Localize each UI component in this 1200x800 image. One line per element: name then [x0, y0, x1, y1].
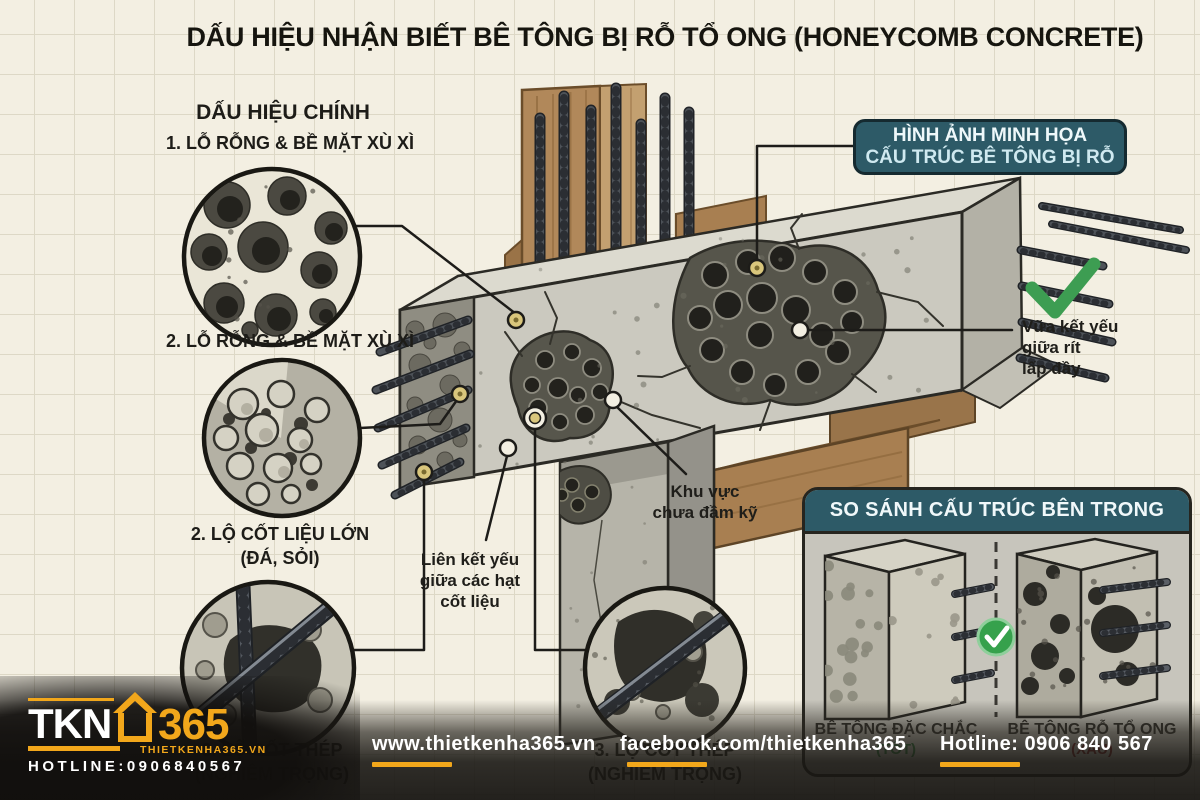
annotation-compaction: Khu vực chưa đầm kỹ	[652, 482, 758, 522]
top-rebars	[534, 82, 695, 284]
logo-name: TKN	[28, 700, 112, 747]
annotation-mortar: Vữa kết yếu giữa rít lấp đầy	[1022, 317, 1119, 378]
honeycomb-patch-column	[560, 465, 612, 525]
callout-marker	[498, 438, 518, 458]
sign-label-2: 2. LỖ RỖNG & BỀ MẶT XÙ XÌ	[165, 331, 415, 351]
comparison-panel-body: BÊ TÔNG ĐẶC CHẮC (TỐT) BÊ TÔNG RỖ TỔ ONG…	[805, 534, 1189, 774]
magnifier-circle-voids-1	[181, 166, 363, 348]
comparison-panel-header: SO SÁNH CẤU TRÚC BÊN TRONG	[805, 490, 1189, 534]
signs-heading: DẤU HIỆU CHÍNH	[196, 101, 370, 124]
badge-line-2: CẤU TRÚC BÊ TÔNG BỊ RỖ	[865, 147, 1115, 168]
checkmark-icon	[1025, 257, 1101, 319]
good-concrete-block	[823, 538, 995, 721]
logo-bar-bottom	[28, 746, 120, 751]
comparison-graphics	[823, 537, 1171, 721]
footer-website: www.thietkenha365.vn	[372, 733, 596, 755]
footer-facebook: facebook.com/thietkenha365	[620, 733, 907, 755]
callout-marker	[747, 258, 767, 278]
brand-logo: TKN 365 THIETKENHA365.VN HOTLINE:0906840…	[0, 688, 340, 798]
logo-bar-top	[28, 698, 114, 701]
magnifier-circle-aggregate	[201, 357, 363, 519]
footer-underline-website	[372, 762, 452, 767]
logo-number: 365	[158, 700, 229, 749]
logo-hotline: HOTLINE:0906840567	[28, 758, 246, 775]
bad-concrete-block	[1015, 537, 1171, 719]
callout-marker	[522, 405, 548, 431]
callout-marker	[450, 384, 470, 404]
house-icon	[112, 690, 158, 747]
honeycomb-patch-large	[672, 239, 887, 406]
callout-marker	[506, 310, 526, 330]
logo-shadow	[0, 676, 360, 800]
callout-marker	[603, 390, 623, 410]
badge-line-1: HÌNH ẢNH MINH HỌA	[892, 125, 1088, 146]
callout-marker	[414, 462, 434, 482]
illustration-badge: HÌNH ẢNH MINH HỌA CẤU TRÚC BÊ TÔNG BỊ RỖ	[853, 119, 1127, 175]
page-title: DẤU HIỆU NHẬN BIẾT BÊ TÔNG BỊ RỖ TỔ ONG …	[186, 22, 1144, 52]
callout-lines	[352, 144, 1014, 652]
annotation-bond: Liên kết yếu giữa các hạt cốt liệu	[419, 550, 521, 611]
sign-label-3: 2. LỘ CỐT LIỆU LỚN (ĐÁ, SỎI)	[190, 524, 370, 568]
callout-marker	[790, 320, 810, 340]
footer-underline-facebook	[627, 762, 707, 767]
footer-underline-hotline	[940, 762, 1020, 767]
cracks	[504, 213, 944, 431]
footer-hotline: Hotline: 0906 840 567	[940, 733, 1153, 755]
callout-markers	[414, 258, 810, 482]
logo-site: THIETKENHA365.VN	[140, 744, 267, 756]
sign-label-1: 1. LỖ RỖNG & BỀ MẶT XÙ XÌ	[165, 133, 415, 153]
check-badge-icon	[976, 617, 1016, 657]
right-rebar-stubs	[1015, 202, 1190, 383]
